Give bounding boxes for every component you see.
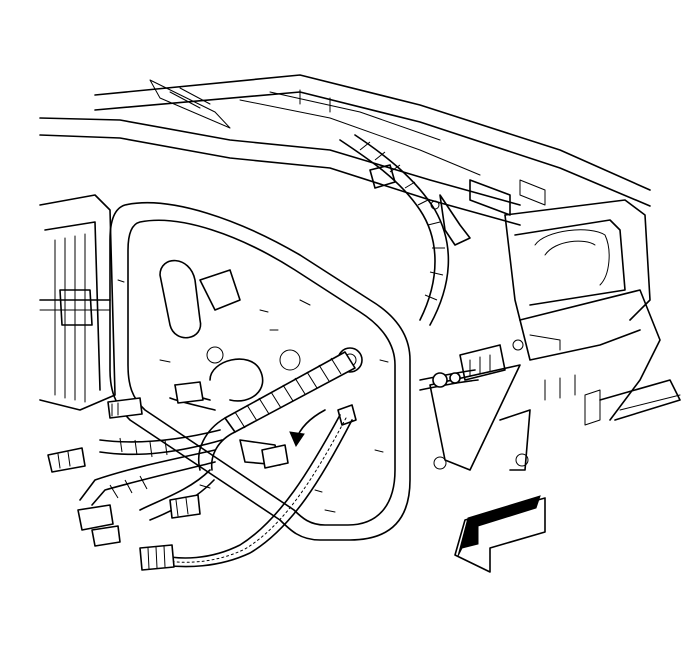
upper-harness	[339, 134, 471, 326]
direction-arrow-icon	[454, 495, 546, 573]
bulkhead-panel	[109, 201, 411, 541]
cable-assembly	[139, 369, 479, 571]
routing-arrow-icon	[289, 409, 326, 448]
hvac-duct	[39, 194, 116, 411]
hvac-module	[429, 199, 681, 471]
cross-car-beam	[39, 74, 651, 226]
wiring-harness	[79, 351, 356, 521]
harness-connectors	[47, 381, 289, 547]
